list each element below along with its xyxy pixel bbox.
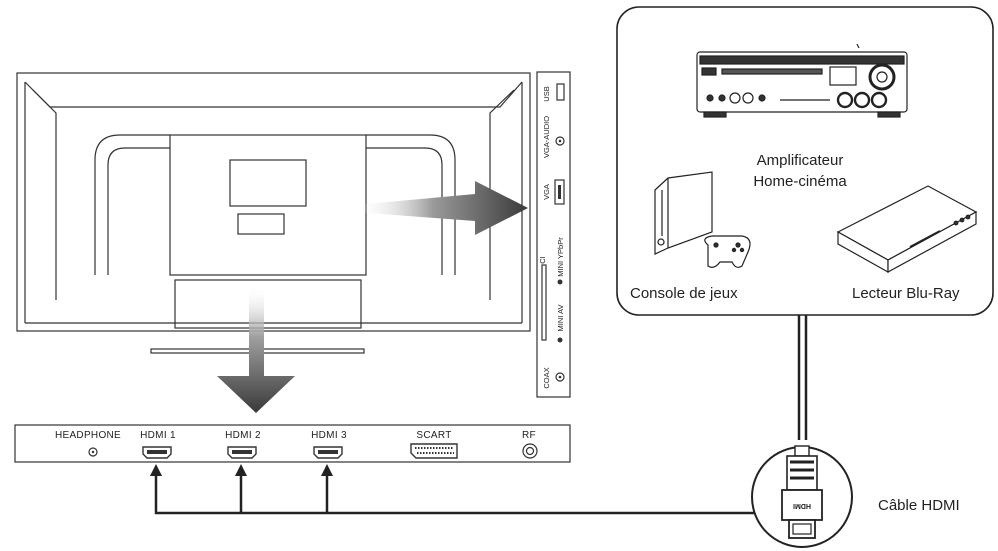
- hdmi2-port-icon: [227, 446, 257, 459]
- bottom-port-hdmi3-label: HDMI 3: [311, 430, 347, 441]
- amplifier-label-line2: Home-cinéma: [753, 173, 847, 190]
- hdmi-arrowheads: [150, 464, 333, 476]
- headphone-jack-icon: [88, 447, 98, 457]
- bottom-port-hdmi2-label: HDMI 2: [225, 430, 261, 441]
- hdmi3-port-icon: [313, 446, 343, 459]
- hdmi-plug-text: HDMI: [793, 502, 811, 509]
- arrow-down: [217, 285, 295, 413]
- hdmi-cable-lines: [154, 315, 808, 515]
- vga-port-icon: [554, 179, 565, 205]
- rf-jack-icon: [522, 443, 538, 459]
- arrowhead-hdmi1: [150, 464, 162, 476]
- bluray-player-icon: [836, 185, 978, 274]
- side-port-vga-label: VGA: [542, 184, 551, 200]
- side-port-mini-av-label: MINI AV: [556, 305, 565, 332]
- amplifier-label-line1: Amplificateur: [756, 152, 844, 169]
- ci-slot-icon: [541, 264, 547, 341]
- arrow-right: [355, 181, 528, 235]
- scart-port-icon: [410, 443, 458, 459]
- console-label: Console de jeux: [630, 285, 738, 302]
- usb-port-icon: [556, 83, 565, 101]
- bottom-port-hdmi1-label: HDMI 1: [140, 430, 176, 441]
- bluray-label: Lecteur Blu-Ray: [852, 285, 960, 302]
- side-port-mini-ypbpr-label: MINI YPbPr: [556, 237, 565, 277]
- bottom-port-scart-label: SCART: [416, 430, 451, 441]
- side-port-ci-label: CI: [538, 256, 547, 264]
- coax-jack-icon: [555, 372, 565, 382]
- arrowhead-hdmi3: [321, 464, 333, 476]
- game-console-icon: [654, 171, 751, 268]
- hdmi-cable-label: Câble HDMI: [878, 497, 960, 514]
- amplifier-icon: [696, 51, 908, 118]
- vga-audio-jack-icon: [555, 136, 565, 146]
- side-port-vga-audio-label: VGA-AUDIO: [542, 116, 551, 158]
- side-port-coax-label: COAX: [542, 367, 551, 388]
- bottom-port-rf-label: RF: [522, 430, 536, 441]
- side-port-panel: USB VGA-AUDIO VGA CI MINI YPbPr MINI AV …: [536, 71, 571, 398]
- mini-av-jack-icon: [557, 337, 563, 343]
- side-port-usb-label: USB: [542, 86, 551, 101]
- arrowhead-hdmi2: [235, 464, 247, 476]
- bottom-port-panel: HEADPHONE HDMI 1 HDMI 2 HDMI 3 SCART RF: [14, 424, 571, 463]
- hdmi-cable-plug-icon: HDMI: [751, 445, 853, 548]
- amplifier-label: Amplificateur Home-cinéma: [730, 150, 870, 192]
- mini-ypbpr-jack-icon: [557, 279, 563, 285]
- bottom-port-headphone-label: HEADPHONE: [55, 430, 121, 441]
- hdmi1-port-icon: [142, 446, 172, 459]
